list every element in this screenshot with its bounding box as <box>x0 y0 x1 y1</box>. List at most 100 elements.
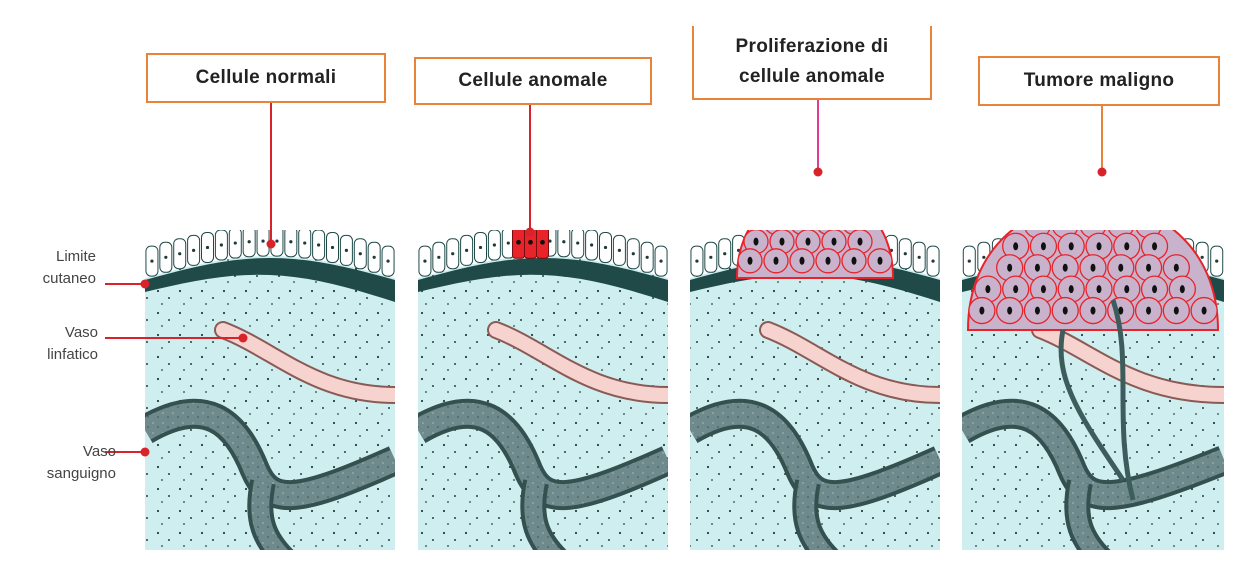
cell-nucleus <box>206 246 209 249</box>
tumor-nucleus <box>774 218 779 226</box>
pointer-dot-3 <box>814 168 823 177</box>
cell-nucleus <box>423 259 426 262</box>
cell-nucleus <box>659 259 662 262</box>
tumor-nucleus <box>985 285 990 293</box>
tumor-nucleus <box>780 238 785 246</box>
panel-4 <box>962 169 1224 560</box>
cell-nucleus <box>234 241 237 244</box>
tumor-nucleus <box>826 257 831 265</box>
tumor-nucleus <box>1146 307 1151 315</box>
cell-nucleus <box>604 246 607 249</box>
side-label-blood-line2: sanguigno <box>20 463 116 485</box>
cell-nucleus <box>562 240 565 243</box>
cell-nucleus <box>373 256 376 259</box>
cell-nucleus <box>220 243 223 246</box>
tumor-nucleus <box>1146 264 1151 272</box>
cell-nucleus <box>507 241 510 244</box>
pointer-dot-1 <box>267 240 276 249</box>
side-label-skin-line2: cutaneo <box>20 268 96 290</box>
cell-nucleus <box>275 239 278 242</box>
tumor-nucleus <box>748 257 753 265</box>
side-pointer-dot-lymph <box>239 334 248 343</box>
cell-nucleus <box>695 259 698 262</box>
cell-nucleus <box>178 252 181 255</box>
tumor-nucleus <box>1063 264 1068 272</box>
cell-nucleus <box>465 249 468 252</box>
tumor-nucleus <box>1069 242 1074 250</box>
cell-nucleus <box>904 252 907 255</box>
cell-nucleus <box>150 259 153 262</box>
tumor-nucleus <box>1097 199 1102 207</box>
stage-label-abnormal-cells: Cellule anomale <box>414 57 652 105</box>
side-label-skin-line1: Limite <box>20 246 96 268</box>
tumor-nucleus <box>1174 307 1179 315</box>
tumor-nucleus <box>1063 307 1068 315</box>
panel-1 <box>145 226 395 560</box>
tumor-nucleus <box>1118 264 1123 272</box>
tumor-nucleus <box>1118 221 1123 229</box>
cell-nucleus <box>248 240 251 243</box>
tumor-nucleus <box>1202 307 1207 315</box>
tumor-nucleus <box>1035 264 1040 272</box>
tumor-nucleus <box>754 238 759 246</box>
tumor-nucleus <box>1069 285 1074 293</box>
tumor-cell <box>796 191 820 215</box>
cell-nucleus <box>479 246 482 249</box>
tumor-nucleus <box>1152 285 1157 293</box>
tumor-cell <box>770 191 794 215</box>
tumor-nucleus <box>1097 242 1102 250</box>
cell-nucleus <box>709 256 712 259</box>
cell-nucleus <box>646 256 649 259</box>
tumor-nucleus <box>878 257 883 265</box>
stage-label-normal-cells: Cellule normali <box>146 53 386 103</box>
tumor-nucleus <box>852 257 857 265</box>
tumor-nucleus <box>780 199 785 207</box>
cell-nucleus <box>317 243 320 246</box>
abnormal-nucleus <box>528 240 533 245</box>
tumor-nucleus <box>1152 242 1157 250</box>
tumor-nucleus <box>1041 285 1046 293</box>
tumor-nucleus <box>1069 199 1074 207</box>
tumor-nucleus <box>832 199 837 207</box>
cell-nucleus <box>918 256 921 259</box>
pointer-dot-4 <box>1098 168 1107 177</box>
cell-nucleus <box>451 252 454 255</box>
side-label-blood-vessel: Vaso sanguigno <box>20 441 116 485</box>
cell-nucleus <box>289 240 292 243</box>
tumor-nucleus <box>832 238 837 246</box>
cell-nucleus <box>576 241 579 244</box>
side-pointer-dot-skin <box>141 280 150 289</box>
cell-nucleus <box>437 256 440 259</box>
abnormal-nucleus <box>516 240 521 245</box>
tumor-nucleus <box>1035 221 1040 229</box>
stage-label-malignant-tumor: Tumore maligno <box>978 56 1220 106</box>
tumor-cell <box>1114 190 1140 216</box>
tumor-nucleus <box>858 238 863 246</box>
tumor-nucleus <box>1180 285 1185 293</box>
cell-nucleus <box>931 259 934 262</box>
side-label-skin-boundary: Limite cutaneo <box>20 246 96 290</box>
tumor-nucleus <box>1007 307 1012 315</box>
cell-nucleus <box>1201 256 1204 259</box>
tumor-nucleus <box>1174 264 1179 272</box>
tumor-nucleus <box>800 257 805 265</box>
cell-nucleus <box>590 243 593 246</box>
tumor-cell <box>822 191 846 215</box>
tumor-nucleus <box>806 238 811 246</box>
tumor-nucleus <box>826 180 831 188</box>
side-label-blood-line1: Vaso <box>20 441 116 463</box>
tumor-cell <box>1086 190 1112 216</box>
pointer-dot-2 <box>526 228 535 237</box>
panel-3 <box>690 172 940 560</box>
tumor-nucleus <box>1091 264 1096 272</box>
tumor-nucleus <box>1007 264 1012 272</box>
tumor-cell <box>1058 190 1084 216</box>
tumor-nucleus <box>1041 242 1046 250</box>
tumor-nucleus <box>852 218 857 226</box>
tumor-nucleus <box>1013 285 1018 293</box>
tumor-nucleus <box>1013 242 1018 250</box>
cell-nucleus <box>982 256 985 259</box>
cell-nucleus <box>303 241 306 244</box>
cell-nucleus <box>632 252 635 255</box>
tumor-nucleus <box>1091 221 1096 229</box>
